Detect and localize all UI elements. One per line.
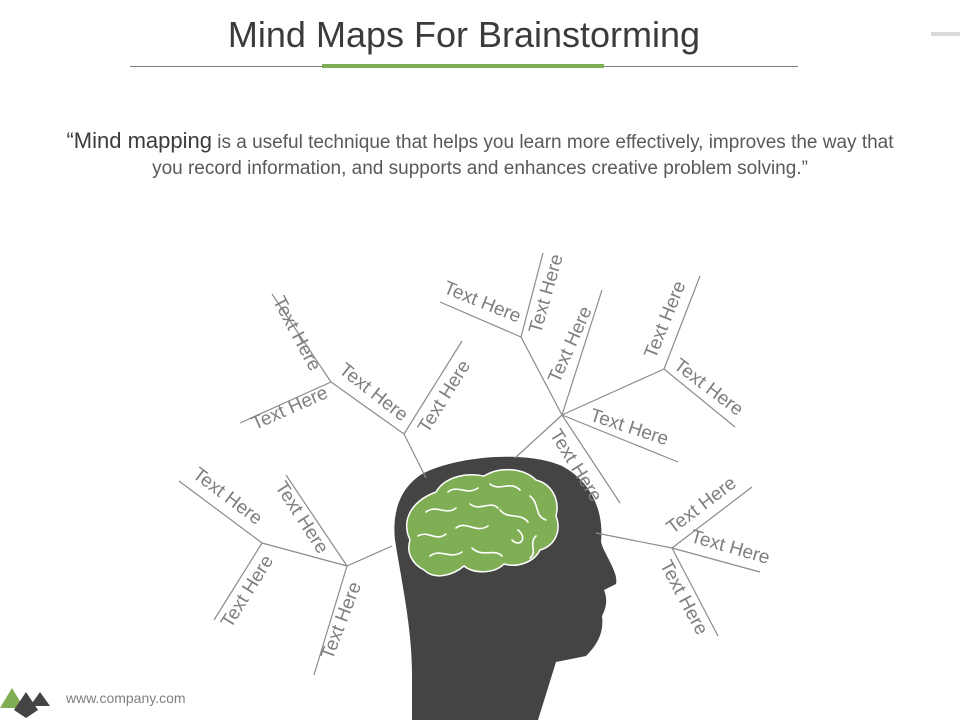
branch-label: Text Here bbox=[525, 252, 568, 336]
branch-label: Text Here bbox=[317, 579, 366, 662]
corner-decoration bbox=[931, 32, 960, 36]
branch-label: Text Here bbox=[248, 382, 331, 434]
title-accent-bar bbox=[322, 64, 604, 68]
page-title: Mind Maps For Brainstorming bbox=[227, 14, 701, 55]
company-logo-icon bbox=[0, 688, 50, 718]
branch-label: Text Here bbox=[688, 526, 772, 569]
branch-label: Text Here bbox=[544, 303, 596, 386]
branch-label: Text Here bbox=[217, 552, 278, 632]
branch-label: Text Here bbox=[587, 405, 671, 450]
branch-label: Text Here bbox=[270, 478, 332, 558]
intro-quote: “Mind mapping is a useful technique that… bbox=[60, 128, 900, 182]
brain-icon bbox=[405, 468, 559, 577]
quote-lead: “Mind mapping bbox=[66, 128, 212, 153]
branch-lines bbox=[178, 252, 761, 676]
quote-body: is a useful technique that helps you lea… bbox=[152, 132, 894, 179]
footer-url: www.company.com bbox=[66, 690, 186, 706]
branch-label: Text Here bbox=[268, 293, 325, 375]
branch-label: Text Here bbox=[670, 355, 748, 421]
